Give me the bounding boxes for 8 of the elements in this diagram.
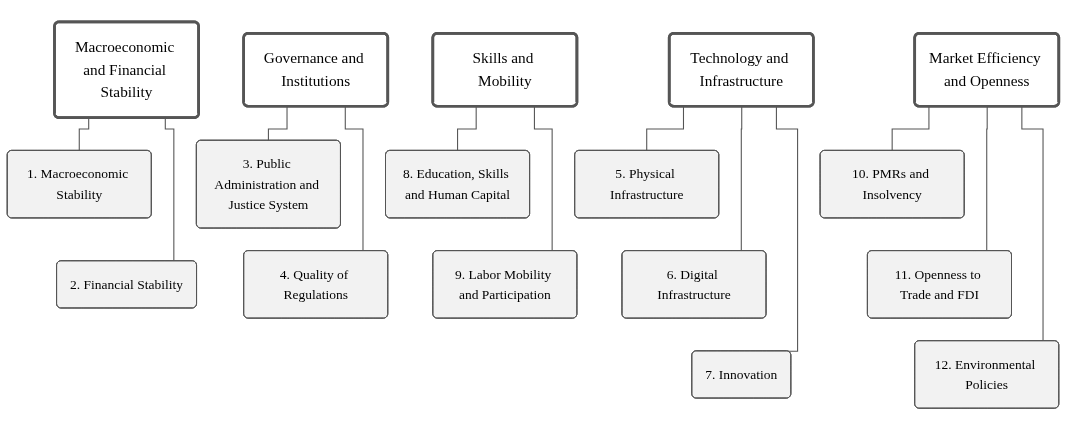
connector	[891, 106, 930, 152]
connector	[457, 106, 477, 152]
connector	[78, 117, 90, 152]
connector	[533, 106, 553, 252]
connector	[1021, 106, 1044, 342]
connector	[344, 106, 364, 252]
connector	[646, 106, 685, 152]
connector	[267, 106, 288, 142]
